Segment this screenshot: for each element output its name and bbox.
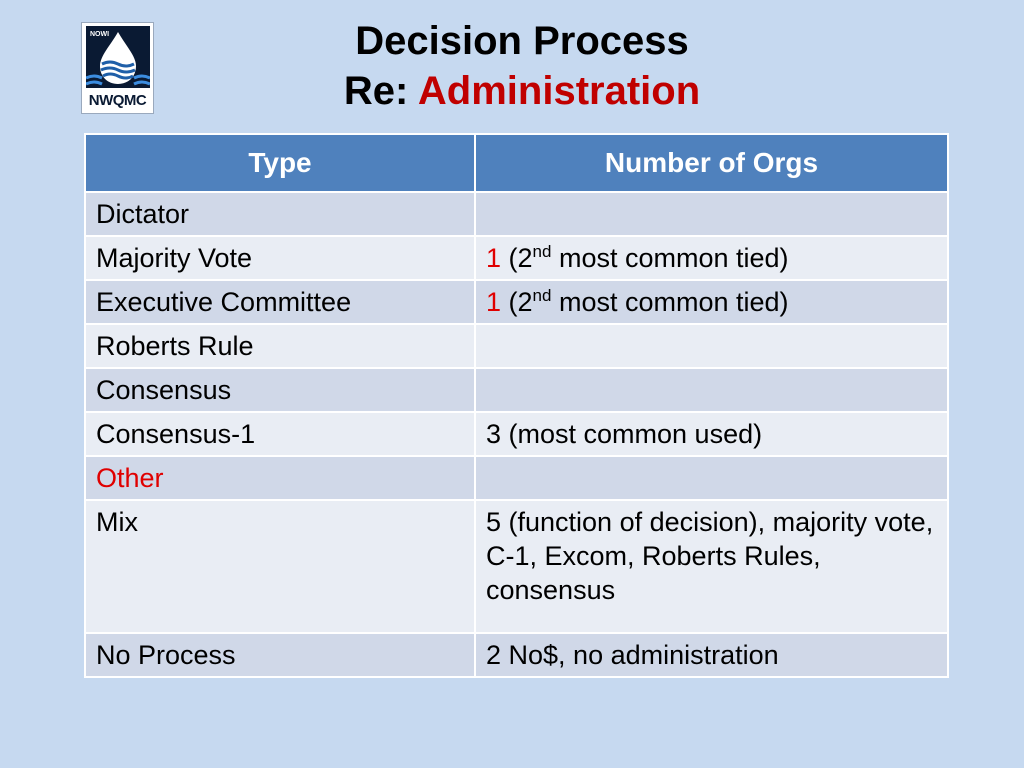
count-number: 1 — [486, 287, 502, 317]
title-line-2: Re: Administration — [180, 66, 864, 116]
count-cell — [474, 367, 949, 413]
count-number: 1 — [486, 243, 502, 273]
type-cell: Dictator — [84, 191, 476, 237]
table-row: Dictator — [84, 191, 949, 237]
table-row: Consensus-1 3 (most common used) — [84, 411, 949, 457]
table-row: Consensus — [84, 367, 949, 413]
table-row: Other — [84, 455, 949, 501]
logo-tag: NOWI — [90, 31, 109, 38]
header-type: Type — [84, 133, 476, 193]
count-cell — [474, 455, 949, 501]
count-cell: 1 (2nd most common tied) — [474, 235, 949, 281]
title-line-1: Decision Process — [355, 19, 689, 63]
count-cell — [474, 323, 949, 369]
type-cell: Consensus — [84, 367, 476, 413]
count-text: most common tied) — [551, 287, 789, 317]
table-row: No Process 2 No$, no administration — [84, 632, 949, 678]
decision-process-table: Type Number of Orgs Dictator Majority Vo… — [84, 133, 949, 678]
count-cell: 3 (most common used) — [474, 411, 949, 457]
logo-text: NWQMC — [88, 92, 147, 109]
table-header-row: Type Number of Orgs — [84, 133, 949, 193]
nwqmc-logo: NOWI NWQMC — [81, 22, 154, 114]
count-text: (2 — [501, 287, 533, 317]
slide-title: Decision Process Re: Administration — [180, 16, 864, 116]
water-drop-logo-icon: NOWI — [86, 26, 150, 88]
type-cell: Executive Committee — [84, 279, 476, 325]
count-cell: 1 (2nd most common tied) — [474, 279, 949, 325]
title-accent: Administration — [417, 69, 701, 113]
count-text: most common tied) — [551, 243, 789, 273]
count-cell — [474, 191, 949, 237]
type-cell: No Process — [84, 632, 476, 678]
type-cell: Roberts Rule — [84, 323, 476, 369]
table-row: Executive Committee 1 (2nd most common t… — [84, 279, 949, 325]
type-cell: Consensus-1 — [84, 411, 476, 457]
count-cell: 2 No$, no administration — [474, 632, 949, 678]
title-prefix: Re: — [343, 69, 418, 113]
count-text: (2 — [501, 243, 533, 273]
table-row: Mix 5 (function of decision), majority v… — [84, 499, 949, 634]
ordinal-suffix: nd — [532, 286, 552, 305]
count-cell: 5 (function of decision), majority vote,… — [474, 499, 949, 634]
ordinal-suffix: nd — [532, 242, 552, 261]
table-row: Majority Vote 1 (2nd most common tied) — [84, 235, 949, 281]
type-cell: Other — [84, 455, 476, 501]
type-cell: Majority Vote — [84, 235, 476, 281]
table-row: Roberts Rule — [84, 323, 949, 369]
header-number-of-orgs: Number of Orgs — [474, 133, 949, 193]
type-cell: Mix — [84, 499, 476, 634]
